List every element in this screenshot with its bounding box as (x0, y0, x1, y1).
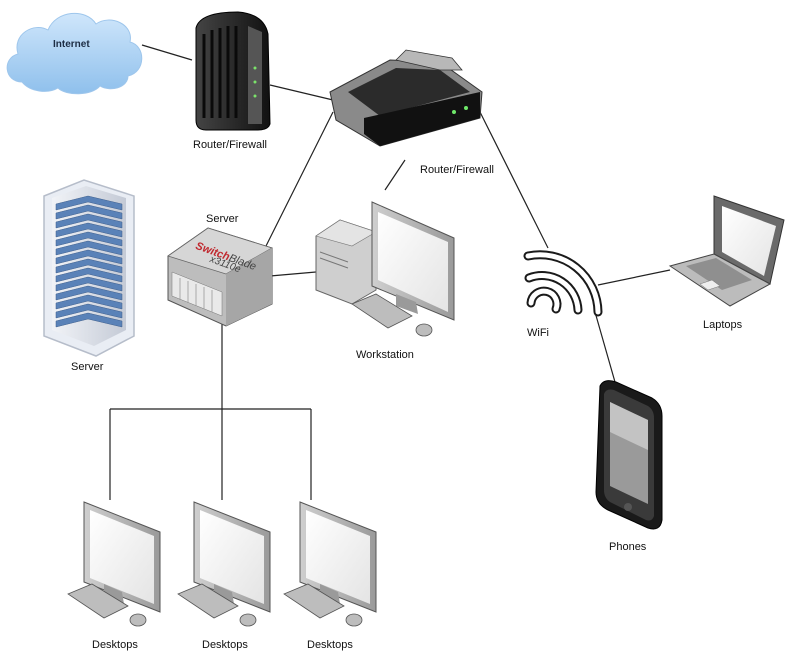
rack-unit (55, 303, 123, 319)
server-rack-icon (43, 179, 135, 357)
rack-unit (55, 231, 123, 247)
switch-label: Server (206, 213, 239, 225)
rack-unit (55, 267, 123, 283)
rack-unit (55, 222, 123, 238)
link-router-switch (257, 111, 334, 263)
desktop-icon (67, 501, 161, 627)
rack-unit (55, 195, 123, 211)
modem-router-icon (195, 11, 271, 131)
modem-label: Router/Firewall (193, 139, 267, 151)
desktop-icon (283, 501, 377, 627)
rack-unit (55, 240, 123, 256)
rack-unit (55, 312, 123, 328)
internet-cloud-icon (6, 12, 143, 95)
switch-icon (167, 227, 274, 327)
phones-label: Phones (609, 541, 647, 553)
rack-unit (55, 213, 123, 229)
rack-unit (55, 204, 123, 220)
rack-unit (55, 285, 123, 301)
rack-unit (55, 258, 123, 274)
rack-unit (55, 294, 123, 310)
phone-icon (595, 380, 663, 530)
link-modem-router (269, 84, 334, 101)
desktop-label: Desktops (307, 639, 353, 651)
server-rack-units (55, 195, 123, 328)
workstation-label: Workstation (356, 349, 414, 361)
connections (109, 44, 671, 500)
internet-label: Internet (53, 39, 90, 50)
link-internet-modem (141, 44, 193, 61)
router-label: Router/Firewall (420, 164, 494, 176)
desktop-icon (177, 501, 271, 627)
wifi-label: WiFi (527, 327, 549, 339)
rack-unit (55, 276, 123, 292)
server-label: Server (71, 361, 104, 373)
link-wifi-phones (594, 311, 616, 383)
laptop-icon (668, 195, 785, 307)
laptops-label: Laptops (703, 319, 743, 331)
link-switch-workstation (269, 271, 317, 277)
wifi-icon (523, 250, 603, 317)
link-wifi-laptops (597, 269, 671, 286)
rack-unit (55, 249, 123, 265)
desktop-label: Desktops (202, 639, 248, 651)
desktop-label: Desktops (92, 639, 138, 651)
link-router-workstation (384, 159, 406, 191)
router-icon (329, 49, 483, 147)
link-router-wifi (477, 107, 549, 249)
workstation-icon (315, 201, 455, 337)
